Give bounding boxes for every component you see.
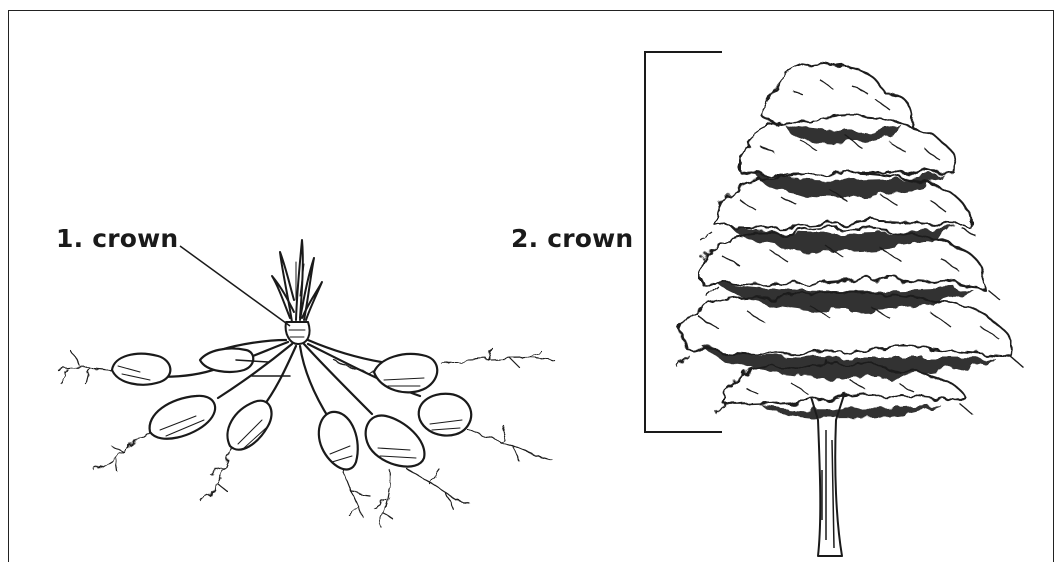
root-crown-illustration: [58, 240, 556, 526]
tree-crown-illustration: [676, 64, 1024, 556]
tubers: [112, 348, 471, 469]
crown-2-bracket: [645, 52, 722, 432]
crown-1-leader-line: [180, 246, 290, 326]
tree-foliage: [676, 64, 1024, 419]
crown-2-label: 2. crown: [511, 224, 633, 253]
shoot-leaves: [272, 240, 322, 322]
crown-1-label: 1. crown: [56, 224, 178, 253]
